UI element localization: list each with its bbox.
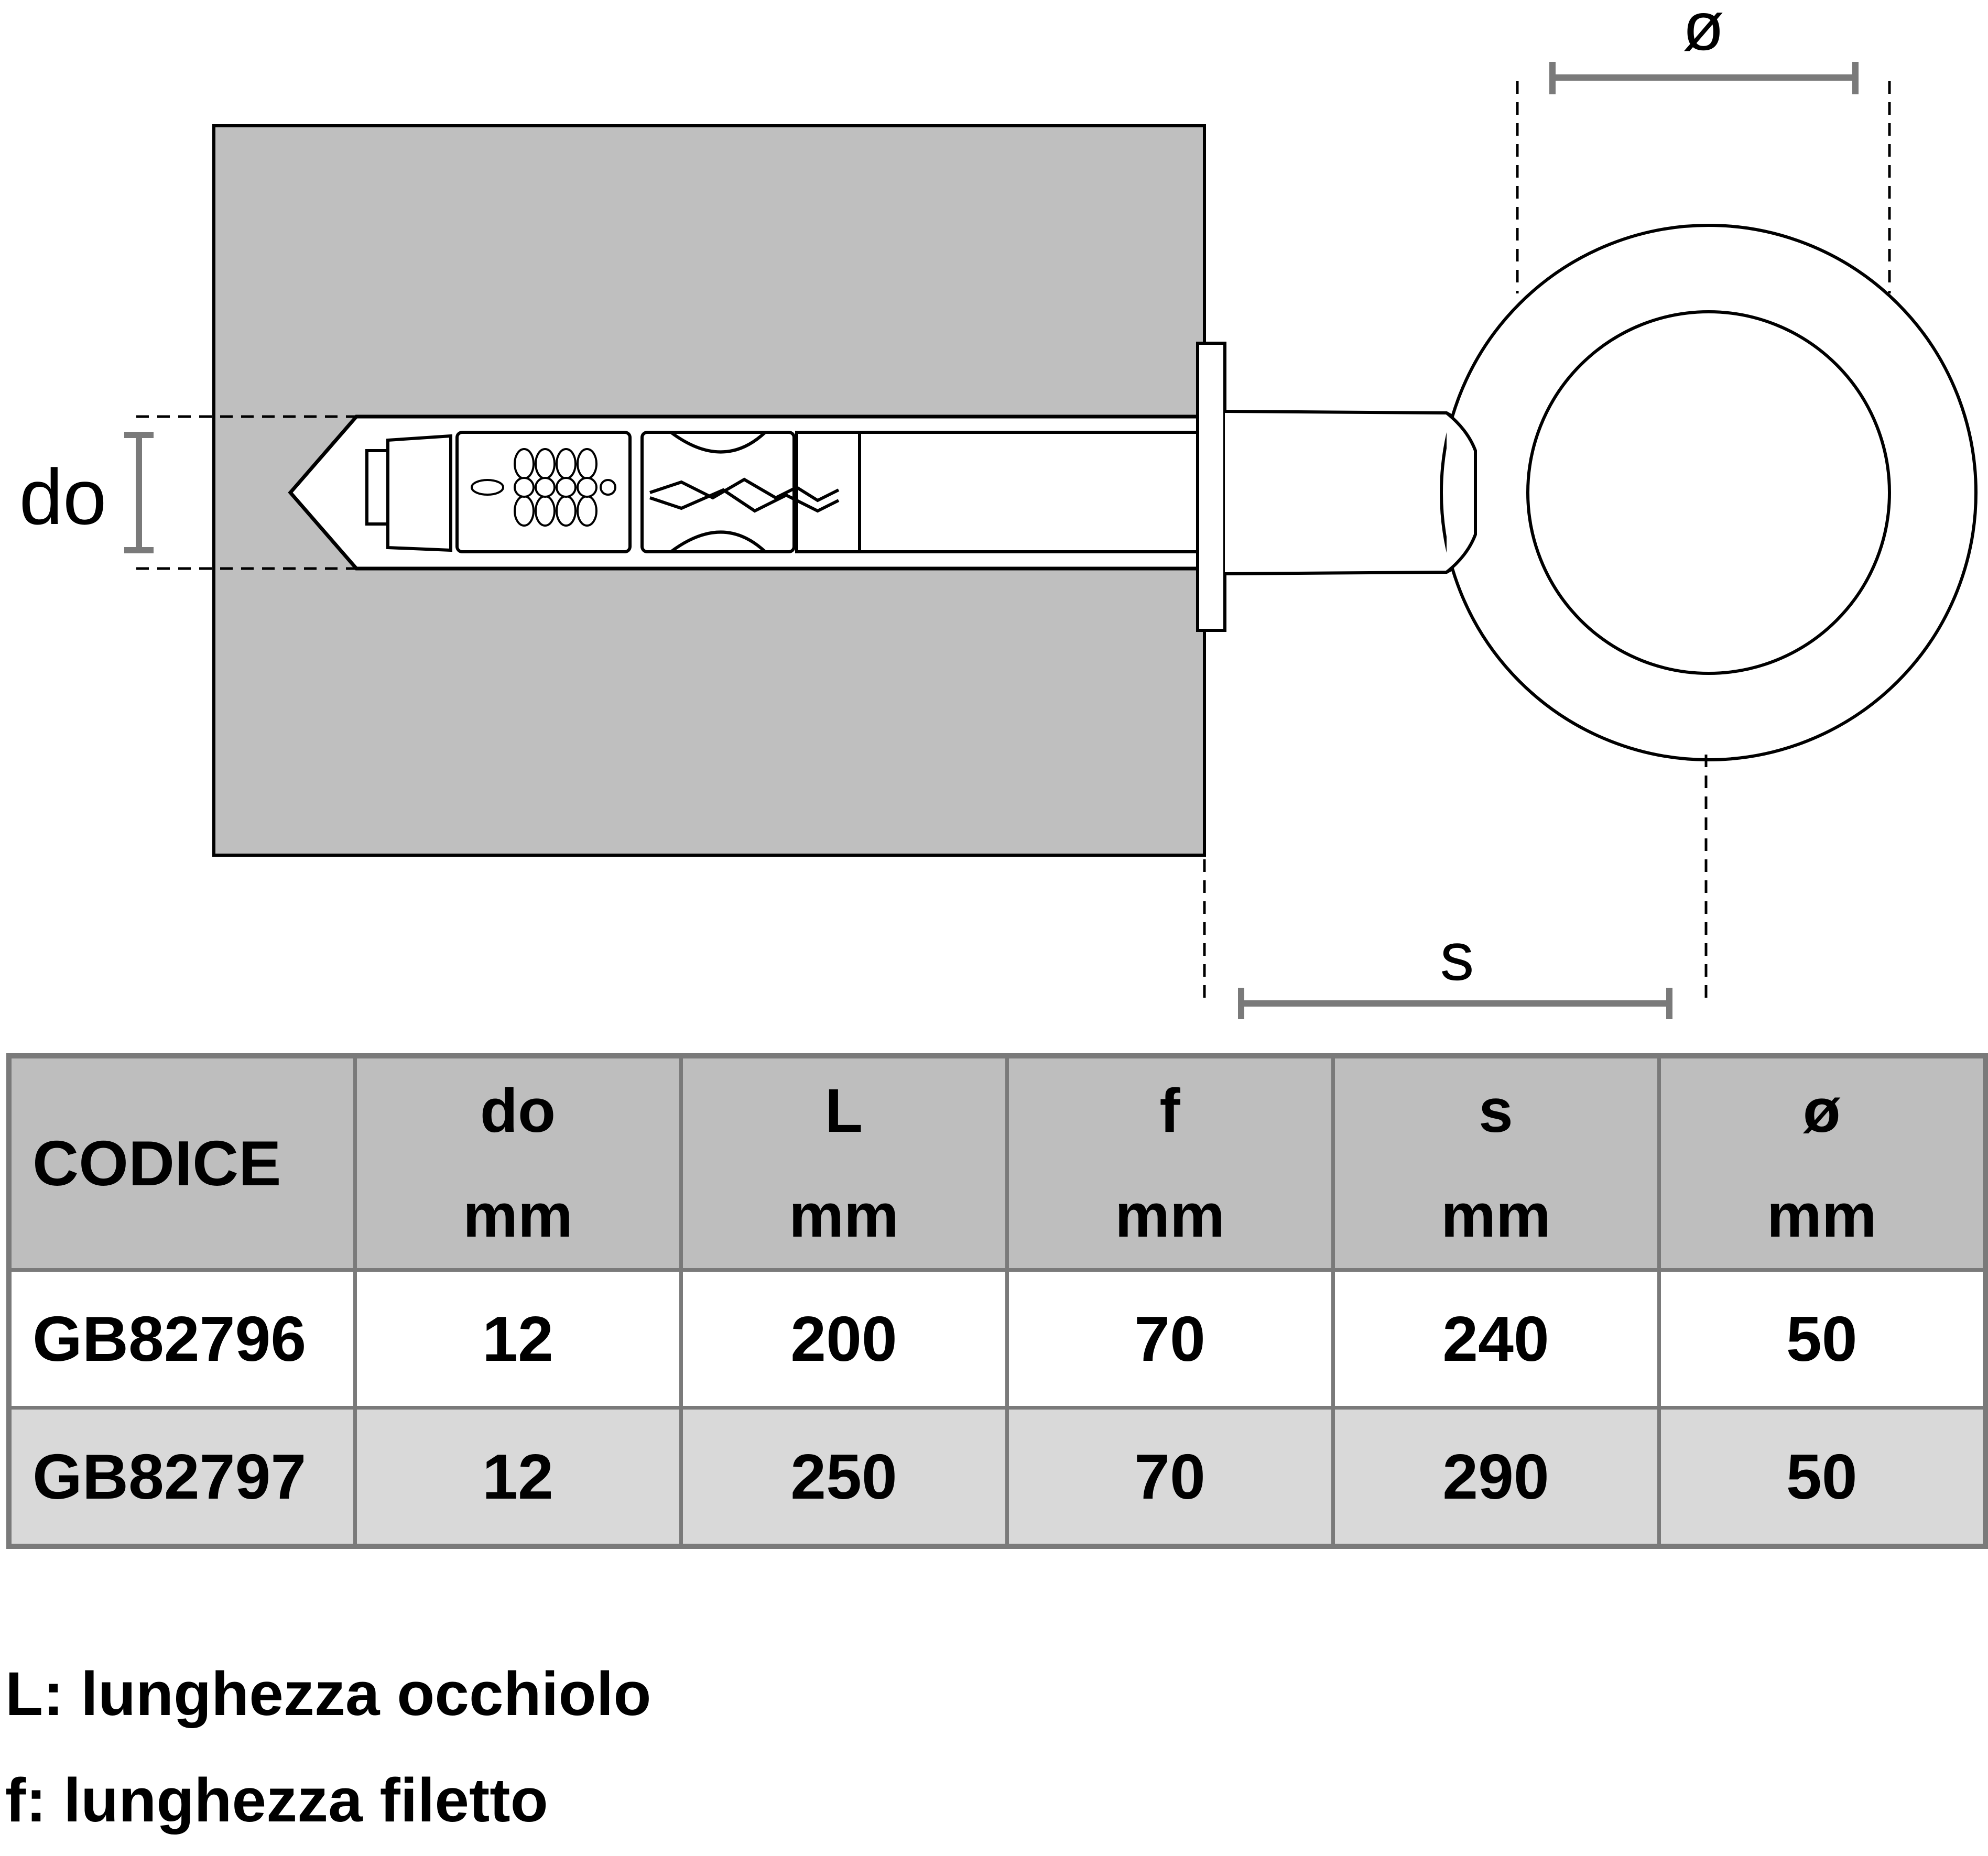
header-unit: mm [1115,1181,1225,1250]
cell-f: 70 [1005,1268,1335,1410]
cell-do: 12 [353,1268,683,1410]
legend-f: f: lunghezza filetto [5,1766,548,1835]
label-diameter: ø [1682,0,1724,64]
header-unit: mm [1766,1181,1877,1250]
cell-s: 240 [1331,1268,1661,1410]
label-s: s [1440,918,1474,995]
header-symbol: do [480,1076,556,1145]
header-symbol: ø [1802,1076,1841,1145]
header-col-do: do mm [353,1054,683,1272]
header-symbol: f [1159,1076,1180,1145]
cell-f: 70 [1005,1406,1335,1548]
cell-s: 290 [1331,1406,1661,1548]
header-symbol: L [824,1076,863,1145]
diameter-dimension [1516,62,1891,293]
expansion-anchor [365,431,1207,553]
label-do: do [19,453,107,541]
s-dimension [1203,755,1708,1019]
header-code: CODICE [7,1054,357,1272]
header-symbol: s [1479,1076,1513,1145]
header-col-diameter: ø mm [1657,1054,1987,1272]
header-unit: mm [1441,1181,1551,1250]
cell-L: 200 [679,1268,1009,1410]
header-col-f: f mm [1005,1054,1335,1272]
table-row: GB82797 12 250 70 290 50 [7,1406,1987,1548]
spec-table: CODICE do mm L mm f mm s mm ø mm [6,1053,1988,1549]
washer-flange [1196,342,1226,632]
header-col-L: L mm [679,1054,1009,1272]
eye-ring [1440,224,1978,761]
anchor-spring-coil [471,448,616,527]
table-row: GB82796 12 200 70 240 50 [7,1268,1987,1410]
cell-code: GB82797 [7,1406,357,1548]
legend-L: L: lunghezza occhiolo [5,1660,651,1729]
cell-diameter: 50 [1657,1406,1987,1548]
cell-L: 250 [679,1406,1009,1548]
header-col-s: s mm [1331,1054,1661,1272]
header-unit: mm [463,1181,573,1250]
table-header-row: CODICE do mm L mm f mm s mm ø mm [7,1054,1987,1272]
anchor-diagram: do ø s [19,0,1978,1019]
do-dimension [124,415,367,570]
cell-do: 12 [353,1406,683,1548]
header-unit: mm [789,1181,899,1250]
cell-diameter: 50 [1657,1268,1987,1410]
cell-code: GB82796 [7,1268,357,1410]
